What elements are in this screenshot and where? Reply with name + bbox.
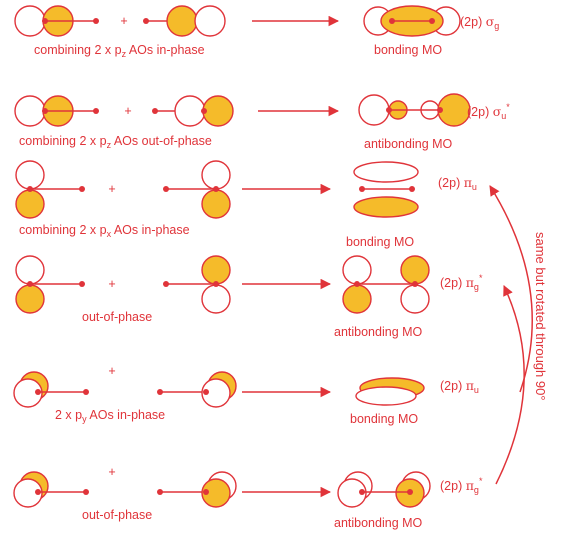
atomic-orbital-px-left (15, 160, 85, 219)
atomic-orbital-pz-right (152, 95, 234, 127)
row-caption: out-of-phase (82, 508, 152, 522)
atomic-orbital-py-right (157, 471, 237, 508)
atomic-orbital-px-left (15, 255, 85, 314)
molecular-orbital-sigma-g (363, 5, 461, 37)
plus-sign: + (120, 14, 127, 28)
atomic-orbital-pz-left (14, 95, 99, 127)
row-caption: out-of-phase (82, 310, 152, 324)
molecular-orbital-pi-g-star-rotated (337, 471, 431, 508)
row-py-in-phase: + (2p) πu 2 x py AOs in-phase bonding MO (13, 364, 479, 426)
rotation-note: same but rotated through 90° (533, 232, 548, 401)
mo-label: bonding MO (350, 412, 418, 426)
plus-sign: + (108, 277, 115, 291)
mo-label: antibonding MO (334, 516, 423, 530)
plus-sign: + (108, 465, 115, 479)
row-px-in-phase: + (2p) πu combining 2 x px AOs in-phase … (15, 160, 477, 249)
atomic-orbital-pz-left (14, 5, 99, 37)
atomic-orbital-py-right (157, 371, 237, 408)
orbital-label: (2p) σg (460, 14, 499, 31)
row-caption: 2 x py AOs in-phase (55, 408, 165, 424)
atomic-orbital-px-right (163, 160, 231, 219)
molecular-orbital-pi-u-rotated (355, 377, 425, 406)
atomic-orbital-pz-right (143, 5, 226, 37)
row-caption: combining 2 x pz AOs out-of-phase (19, 134, 212, 150)
plus-sign: + (108, 364, 115, 378)
mo-label: bonding MO (346, 235, 414, 249)
mo-label: bonding MO (374, 43, 442, 57)
row-caption: combining 2 x px AOs in-phase (19, 223, 190, 239)
molecular-orbital-pi-g-star (342, 255, 430, 314)
mo-label: antibonding MO (334, 325, 423, 339)
row-pz-out-of-phase: + (2p) σu* combining 2 x pz AOs out-of-p… (14, 93, 510, 151)
orbital-label: (2p) πu (440, 378, 479, 395)
atomic-orbital-py-left (13, 371, 89, 408)
molecular-orbital-sigma-u-star (358, 93, 471, 127)
orbital-label: (2p) σu* (467, 102, 510, 121)
plus-sign: + (108, 182, 115, 196)
rotation-arrow-pi-g (495, 285, 525, 485)
molecular-orbital-pi-u (353, 161, 419, 218)
row-py-out-of-phase: + (2p) πg* out-of-phase antibonding MO (13, 465, 483, 530)
atomic-orbital-py-left (13, 471, 89, 508)
orbital-label: (2p) πg* (440, 476, 483, 495)
mo-label: antibonding MO (364, 137, 453, 151)
orbital-label: (2p) πg* (440, 273, 483, 292)
row-pz-in-phase: + (2p) σg combining 2 x pz AOs in-phase … (14, 5, 499, 59)
orbital-label: (2p) πu (438, 175, 477, 192)
plus-sign: + (124, 104, 131, 118)
row-caption: combining 2 x pz AOs in-phase (34, 43, 205, 59)
atomic-orbital-px-right (163, 255, 231, 314)
rotation-arrows (489, 185, 533, 485)
row-px-out-of-phase: + (2p) πg* out-of-phase antibonding MO (15, 255, 483, 339)
rotation-arrow-pi-u (489, 185, 533, 393)
